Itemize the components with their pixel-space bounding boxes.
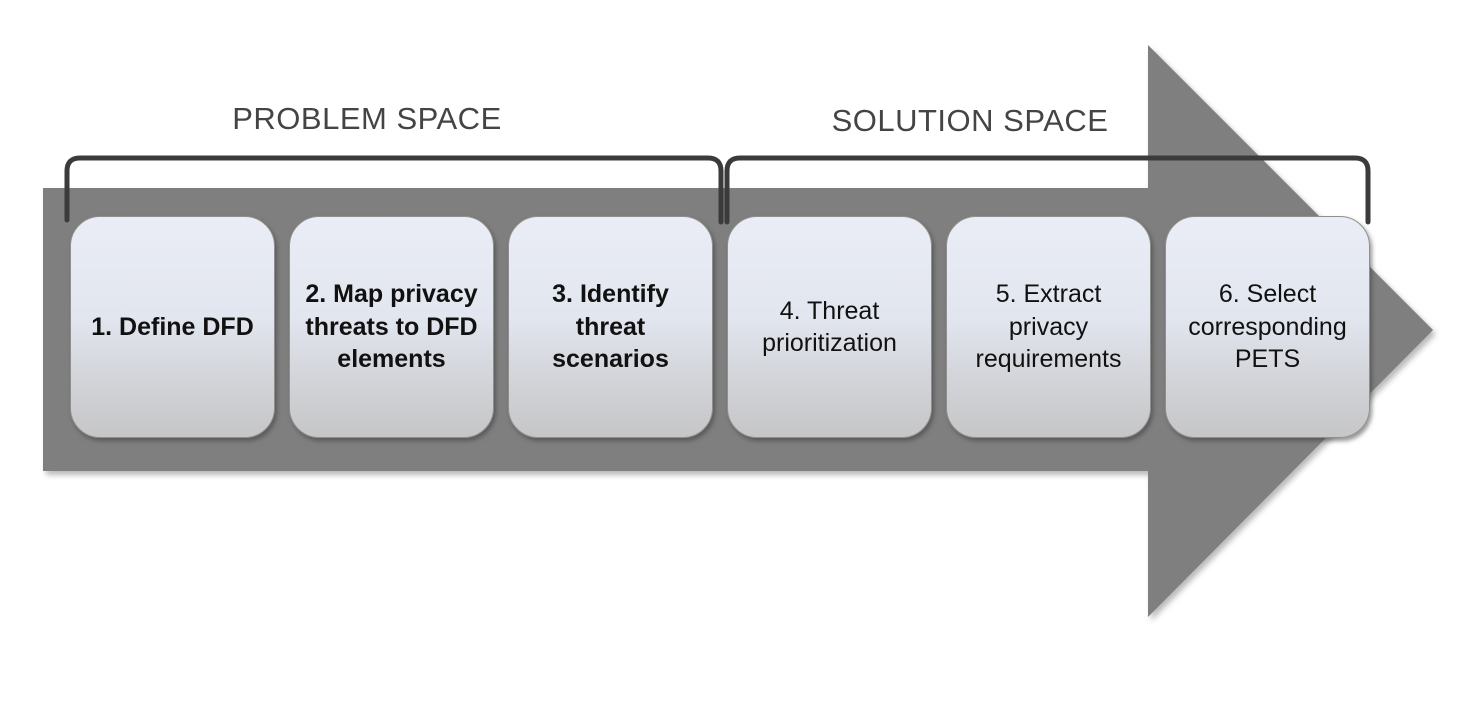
problem-space-label: PROBLEM SPACE: [232, 101, 502, 136]
solution-space-label: SOLUTION SPACE: [831, 103, 1109, 138]
step-box-map-privacy-threats: 2. Map privacy threats to DFD elements: [289, 216, 494, 438]
step-box-threat-prioritization: 4. Threat prioritization: [727, 216, 932, 438]
solution-space-bracket: [724, 155, 1371, 225]
step-box-extract-privacy-requirements: 5. Extract privacy requirements: [946, 216, 1151, 438]
problem-space-bracket: [64, 155, 724, 225]
step-box-select-corresponding-pets: 6. Select corresponding PETS: [1165, 216, 1370, 438]
step-box-identify-threat-scenarios: 3. Identify threat scenarios: [508, 216, 713, 438]
step-box-define-dfd: 1. Define DFD: [70, 216, 275, 438]
steps-row: 1. Define DFD 2. Map privacy threats to …: [70, 216, 1370, 438]
